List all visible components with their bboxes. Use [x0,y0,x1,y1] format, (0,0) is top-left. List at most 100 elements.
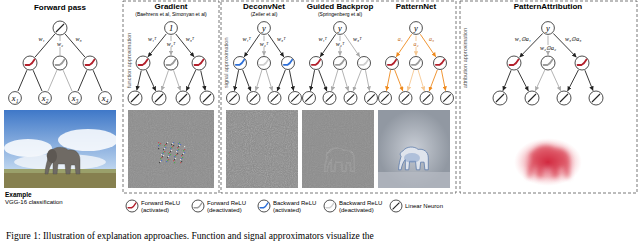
gradient-speck [166,143,167,144]
panel-frame [460,1,637,193]
neuron-node: x₃ [68,91,82,105]
gradient-speck [158,148,159,149]
elephant-shape [325,148,355,171]
citation: (Springenberg et al) [318,12,362,18]
pattern-shade [404,153,420,163]
gradient-speck [159,144,160,145]
gradient-speck [181,155,182,156]
neuron [557,91,571,105]
network-wire [429,70,437,91]
neuron-node: x₄ [98,91,112,105]
gradient-speck [182,157,183,158]
neuron [126,200,138,212]
neuron [575,56,589,70]
network-wire [277,70,285,91]
neuron-label: y [546,24,550,33]
network-wire [63,70,72,91]
network-wire [568,70,579,91]
network-wire [386,70,390,91]
gradient-speck [170,154,171,155]
network-wire [78,70,87,91]
network-wire [441,70,445,91]
neuron [53,56,67,70]
linear-symbol [592,94,600,102]
gradient-speck [171,144,172,145]
citation: (Zeiler et al) [251,12,278,18]
example-photo [4,110,116,188]
neuron [334,57,347,70]
photo-cloud [4,139,52,157]
weight-label: w₁ [37,36,45,42]
neuron-label: x₄ [102,94,109,103]
map-noise [128,110,214,188]
linear-symbol [496,94,504,102]
linear-symbol [393,203,400,210]
neuron-circle [542,22,555,35]
gradient-speck [174,156,175,157]
neuron [53,21,67,35]
relu-symbol [167,60,176,66]
relu-symbol [510,60,519,66]
map-ground [128,110,214,188]
relu-symbol [360,60,368,65]
example-label: Example [5,191,32,198]
weight-label: a₂ [412,41,419,47]
gradient-speck [165,147,166,148]
network-wire [319,70,327,91]
network-wire [148,34,166,57]
weight-label: w₃ [75,36,83,42]
network-wire [243,70,251,91]
relu-symbol [284,60,292,65]
gradient-speck [179,145,180,146]
neuron [434,57,447,70]
neuron-node: y [257,21,271,35]
neuron-label: y [338,24,342,33]
weight-label: w₂ᵀ [259,41,269,47]
gradient-speck [173,145,174,146]
gradient-speck [165,144,166,145]
neuron [323,92,336,105]
neuron-node: y [541,21,555,35]
gradient-speck [164,145,165,146]
neuron [192,200,204,212]
linear-symbol [528,94,536,102]
heat-blob [514,138,582,186]
gradient-speck [174,159,175,160]
neuron [399,92,412,105]
network-wire [201,71,206,91]
gradient-speck [184,152,185,153]
map-ground [470,110,628,188]
neuron-circle [39,92,52,105]
gradient-speck [168,159,169,160]
network-illustration [18,21,603,105]
approximation-note: attribution approximation [462,28,468,88]
linear-symbol [203,94,211,102]
panel-frame [221,1,456,193]
linear-symbol [381,94,388,101]
relu-symbol [326,203,334,208]
neuron-label: y [262,24,266,33]
network-wire [234,70,238,91]
legend-text: Linear Neuron [405,203,455,210]
weight-label: w₂ᵀ [335,41,345,47]
gradient-speck [160,143,161,144]
elephant-ear [47,149,57,163]
elephant-shape [325,148,355,171]
gradient-speck [167,160,168,161]
neuron [507,56,521,70]
network-wire [408,70,414,91]
weight-label: w₃ᵀ [352,36,362,42]
relu-symbol [139,60,148,66]
gradient-speck [159,162,160,163]
network-wire [48,70,57,91]
neuron [258,200,270,212]
gradient-speck [180,159,181,160]
network-wire [535,70,545,91]
network-wire [162,70,169,90]
gradient-speck [163,155,164,156]
network-wire [418,70,424,91]
relu-symbol [195,60,204,66]
linear-symbol [560,94,568,102]
neuron [227,92,240,105]
neuron-node: y [333,21,347,35]
